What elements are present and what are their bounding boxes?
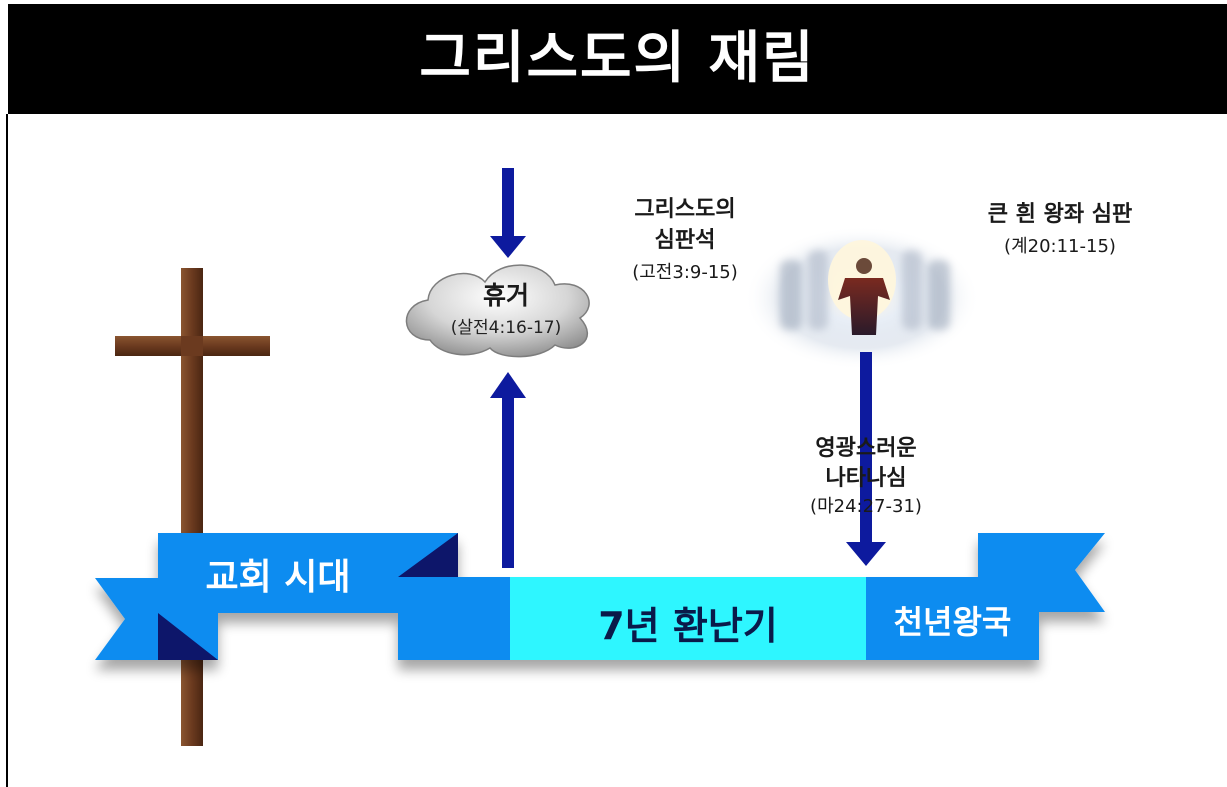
glorious-appearing-line1: 영광스러운 [815, 436, 917, 461]
millennium-label: 천년왕국 [893, 603, 1012, 641]
white-throne-label: 큰 흰 왕좌 심판 [987, 202, 1133, 227]
page-title: 그리스도의 재림 [419, 26, 816, 91]
white-throne-ref: (계20:11-15) [1004, 236, 1116, 257]
glorious-appearing-ref: (마24:27-31) [810, 496, 922, 517]
arrow-up-to-rapture [490, 372, 526, 568]
timeline-ribbon [95, 533, 1105, 660]
jesus-throne-image [744, 226, 980, 370]
frame-left-border [0, 114, 8, 787]
judgment-seat-line1: 그리스도의 [634, 197, 736, 222]
title-bar: 그리스도의 재림 [8, 4, 1227, 114]
judgment-seat-line2: 심판석 [654, 228, 716, 253]
tribulation-label: 7년 환난기 [598, 604, 778, 648]
cloud-icon [405, 264, 590, 358]
arrow-glorious-appearing [846, 352, 886, 566]
frame-top [0, 0, 1227, 4]
arrow-down-to-rapture [490, 168, 526, 258]
cross-icon [115, 268, 270, 746]
rapture-label: 휴거 [482, 281, 529, 310]
rapture-ref: (살전4:16-17) [450, 318, 562, 338]
judgment-seat-ref: (고전3:9-15) [632, 262, 738, 283]
glorious-appearing-line2: 나타나심 [825, 466, 907, 491]
church-age-label: 교회 시대 [205, 557, 351, 598]
